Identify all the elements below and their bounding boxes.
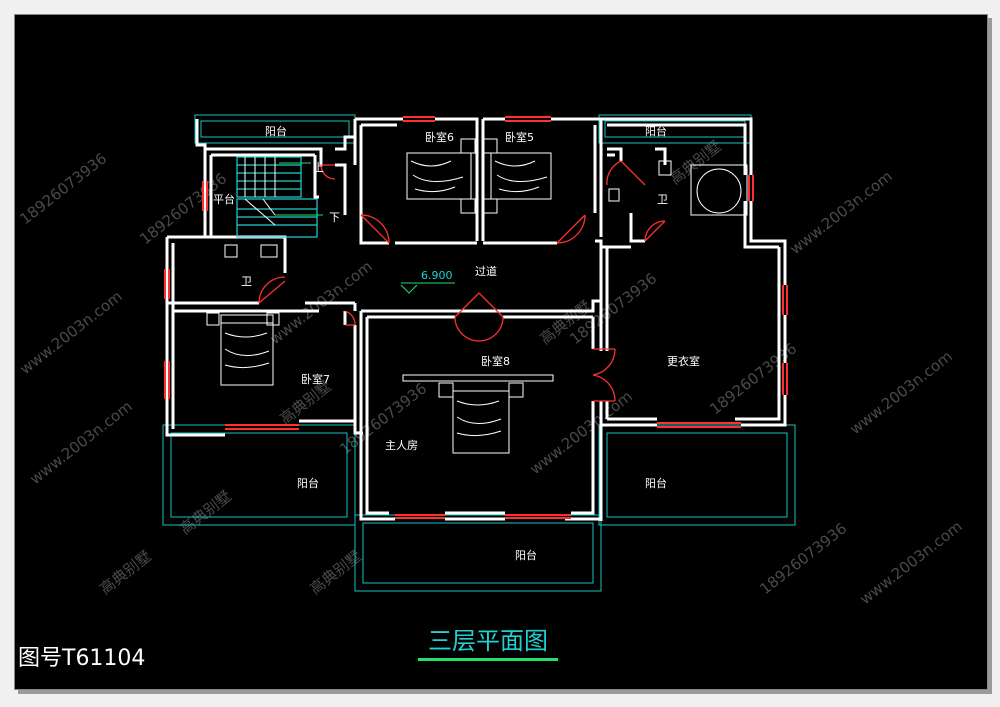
label-stair-up: 上 [313, 161, 324, 174]
watermark-site: www.2003n.com [846, 347, 955, 438]
watermark-site: www.2003n.com [26, 397, 135, 488]
watermark-site: www.2003n.com [786, 167, 895, 258]
label-balcony-top-left: 阳台 [265, 124, 287, 138]
label-bath-right: 卫 [657, 193, 668, 206]
label-balcony-top-right: 阳台 [645, 124, 667, 138]
watermark-brand: 高典别墅 [176, 487, 234, 538]
staircase [236, 156, 323, 238]
room-labels: 阳台 阳台 平台 上 下 卧室6 卧室5 卫 卫 过道 卧室8 卧室7 更衣室 … [213, 124, 700, 562]
label-bedroom8: 卧室8 [481, 354, 510, 368]
watermark-layer: 18926073936 18926073936 18926073936 1892… [16, 137, 965, 608]
doors [258, 160, 666, 402]
label-corridor: 过道 [475, 264, 497, 278]
label-stair-down: 下 [329, 211, 340, 224]
watermark-brand: 高典别墅 [96, 547, 154, 598]
floor-plan: 18926073936 18926073936 18926073936 1892… [16, 114, 966, 608]
label-balcony-bottom-left: 阳台 [297, 476, 319, 490]
watermark-site: www.2003n.com [856, 517, 965, 608]
watermark-phone: 18926073936 [756, 519, 850, 598]
watermark-phone: 18926073936 [16, 149, 110, 228]
elevation-marker: 6.900 [400, 269, 455, 294]
windows [164, 116, 788, 519]
label-bath-left: 卫 [241, 275, 252, 288]
walls [165, 117, 787, 521]
watermark-brand: 高典别墅 [306, 547, 364, 598]
cad-canvas: 18926073936 18926073936 18926073936 1892… [14, 14, 988, 690]
watermark-site: www.2003n.com [16, 287, 125, 378]
furniture [206, 138, 748, 454]
watermark-brand: 高典别墅 [666, 137, 724, 188]
label-bedroom5: 卧室5 [505, 130, 534, 144]
elevation-label: 6.900 [421, 269, 453, 282]
label-balcony-bottom-center: 阳台 [515, 548, 537, 562]
label-landing: 平台 [213, 192, 235, 206]
label-dressing-room: 更衣室 [667, 354, 700, 368]
label-balcony-bottom-right: 阳台 [645, 476, 667, 490]
plan-title: 三层平面图 [418, 621, 558, 661]
label-bedroom7: 卧室7 [301, 372, 330, 386]
label-bedroom6: 卧室6 [425, 130, 454, 144]
drawing-number: 图号T61104 [18, 646, 146, 671]
label-master-room: 主人房 [385, 439, 418, 452]
